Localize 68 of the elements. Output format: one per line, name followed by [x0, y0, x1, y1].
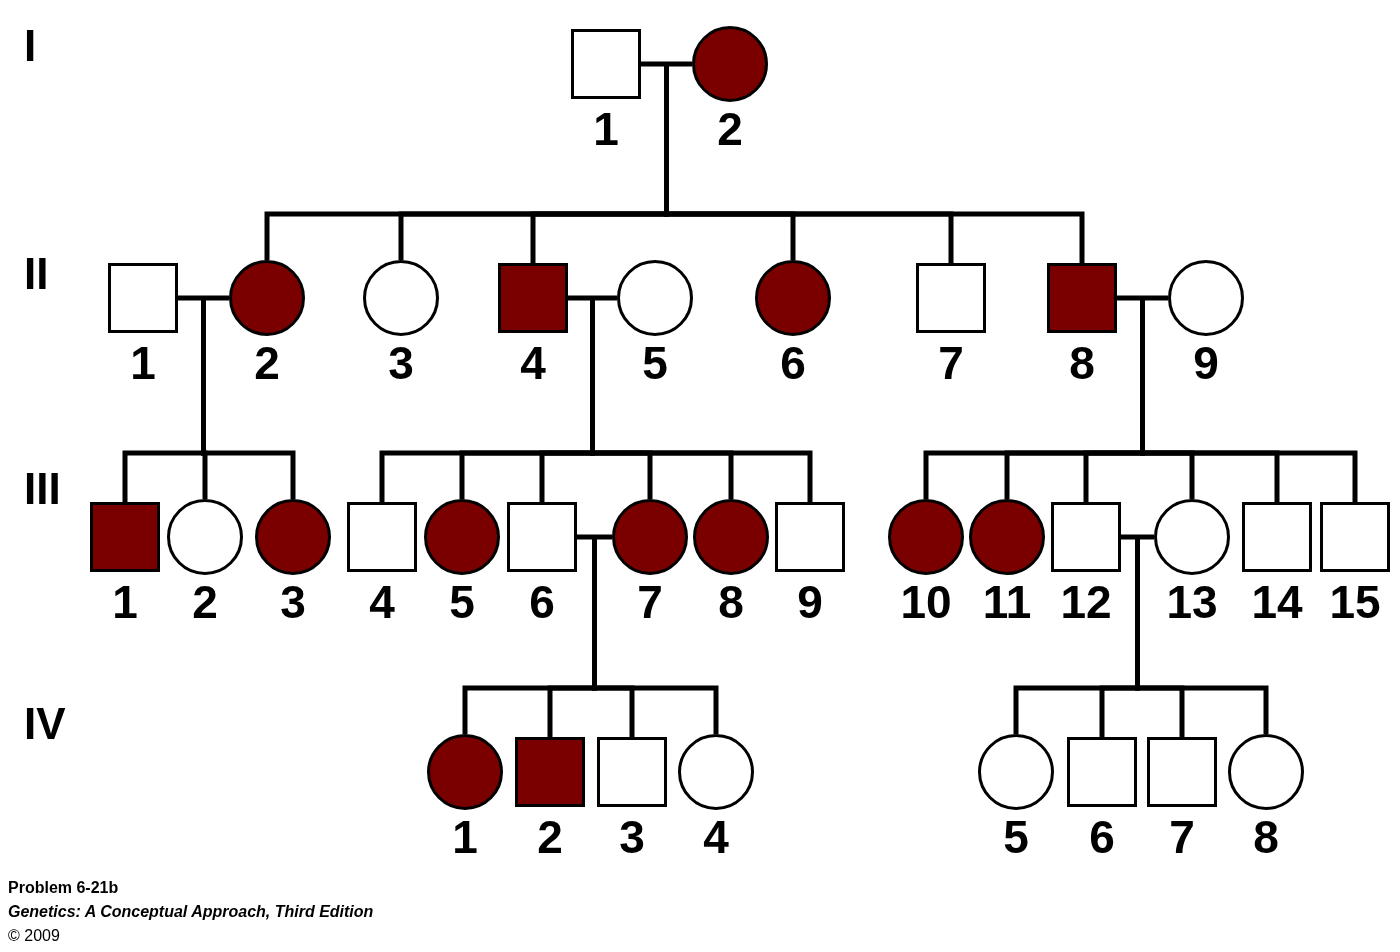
pedigree-line	[201, 300, 296, 499]
affected-male-square	[90, 502, 160, 572]
individual-number: 5	[641, 338, 669, 388]
pedigree-line	[664, 66, 1085, 263]
individual-number: 1	[451, 812, 479, 862]
pedigree-line	[178, 295, 229, 301]
footer-note: Problem 6-21b	[8, 878, 119, 898]
individual-number: 2	[253, 338, 281, 388]
individual-number: 10	[899, 577, 953, 627]
unaffected-male-square	[1051, 502, 1121, 572]
individual-number: 12	[1059, 577, 1113, 627]
individual-number: 1	[592, 104, 620, 154]
individual-number: 1	[129, 338, 157, 388]
individual-number: 14	[1250, 577, 1304, 627]
affected-male-square	[498, 263, 568, 333]
unaffected-male-square	[108, 263, 178, 333]
individual-number: 3	[387, 338, 415, 388]
individual-number: 4	[702, 812, 730, 862]
individual-number: 3	[618, 812, 646, 862]
individual-number: 6	[779, 338, 807, 388]
footer-note: Genetics: A Conceptual Approach, Third Edition	[8, 902, 374, 922]
unaffected-male-square	[597, 737, 667, 807]
individual-number: 2	[191, 577, 219, 627]
unaffected-male-square	[571, 29, 641, 99]
unaffected-male-square	[916, 263, 986, 333]
pedigree-line	[1135, 539, 1269, 734]
affected-male-square	[515, 737, 585, 807]
individual-number: 4	[519, 338, 547, 388]
individual-number: 6	[528, 577, 556, 627]
pedigree-line	[641, 61, 692, 67]
individual-number: 1	[111, 577, 139, 627]
unaffected-male-square	[1242, 502, 1312, 572]
individual-number: 9	[796, 577, 824, 627]
generation-label: II	[24, 250, 49, 298]
individual-number: 11	[981, 577, 1033, 627]
individual-number: 7	[636, 577, 664, 627]
individual-number: 5	[1002, 812, 1030, 862]
individual-number: 2	[716, 104, 744, 154]
footer-note: © 2009	[8, 926, 60, 946]
generation-label: IV	[24, 700, 66, 748]
individual-number: 8	[717, 577, 745, 627]
unaffected-male-square	[347, 502, 417, 572]
individual-number: 3	[279, 577, 307, 627]
affected-male-square	[1047, 263, 1117, 333]
unaffected-male-square	[507, 502, 577, 572]
individual-number: 9	[1192, 338, 1220, 388]
individual-number: 13	[1165, 577, 1219, 627]
unaffected-male-square	[1147, 737, 1217, 807]
pedigree-line	[1117, 295, 1168, 301]
unaffected-male-square	[1320, 502, 1390, 572]
individual-number: 6	[1088, 812, 1116, 862]
generation-label: III	[24, 465, 61, 513]
individual-number: 8	[1252, 812, 1280, 862]
individual-number: 2	[536, 812, 564, 862]
generation-label: I	[24, 22, 37, 70]
individual-number: 15	[1328, 577, 1382, 627]
pedigree-line	[577, 534, 612, 540]
unaffected-male-square	[775, 502, 845, 572]
pedigree-line	[1121, 534, 1154, 540]
individual-number: 8	[1068, 338, 1096, 388]
pedigree-line	[1140, 300, 1358, 502]
individual-number: 7	[937, 338, 965, 388]
individual-number: 4	[368, 577, 396, 627]
individual-number: 7	[1168, 812, 1196, 862]
unaffected-male-square	[1067, 737, 1137, 807]
pedigree-line	[592, 539, 719, 734]
pedigree-line	[568, 295, 617, 301]
individual-number: 5	[448, 577, 476, 627]
